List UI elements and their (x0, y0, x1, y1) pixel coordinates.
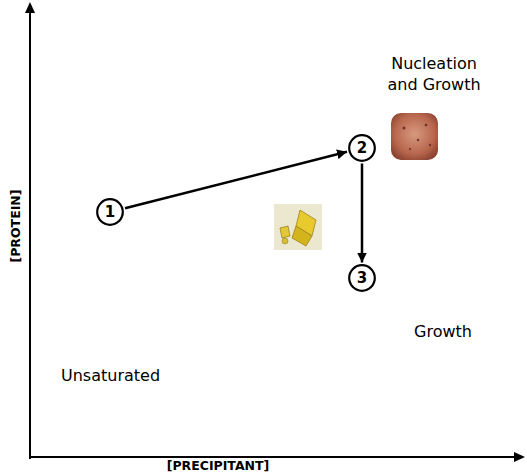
y-axis-arrowhead (25, 2, 35, 13)
region-label: Nucleation and Growth (382, 53, 486, 95)
region-label: Unsaturated (61, 365, 160, 386)
x-axis (29, 456, 516, 458)
crystal-photo (274, 204, 322, 250)
axis-title: [PRECIPITANT] (167, 459, 270, 473)
growth-region: Growth Nucleation and Growth 2 3 (32, 47, 520, 455)
region-area (172, 47, 520, 395)
drop-photo (391, 113, 438, 160)
y-axis (29, 10, 31, 459)
state-circle: 2 (348, 134, 376, 162)
callout-number: 2 (348, 134, 376, 162)
region-area (32, 47, 520, 455)
region-label: Growth (414, 321, 472, 342)
region-fill (32, 47, 520, 455)
region-area (295, 47, 520, 272)
arrow-connector (361, 164, 364, 263)
state-circle: 1 (96, 198, 124, 226)
axis-title: [PROTEIN] (9, 189, 23, 262)
axis-label-box: [PRECIPITANT] (167, 459, 270, 473)
region-fill (32, 47, 520, 455)
region-fill (32, 47, 520, 455)
region-label-box: Unsaturated (61, 365, 160, 386)
region-label-box: Nucleation and Growth (382, 53, 486, 95)
axis-label-box: [PROTEIN] (9, 189, 23, 262)
callout-number: 1 (96, 198, 124, 226)
region-border (295, 47, 520, 272)
x-axis-arrowhead (514, 452, 525, 462)
nucleation-region: Nucleation and Growth 2 (32, 47, 520, 455)
callout-number: 3 (348, 264, 376, 292)
unsaturated-region: Unsaturated Growth Nucleation and Growth 2 3… (32, 47, 520, 455)
state-circle: 3 (348, 264, 376, 292)
arrow-connector (125, 152, 347, 208)
region-label-box: Growth (414, 321, 472, 342)
